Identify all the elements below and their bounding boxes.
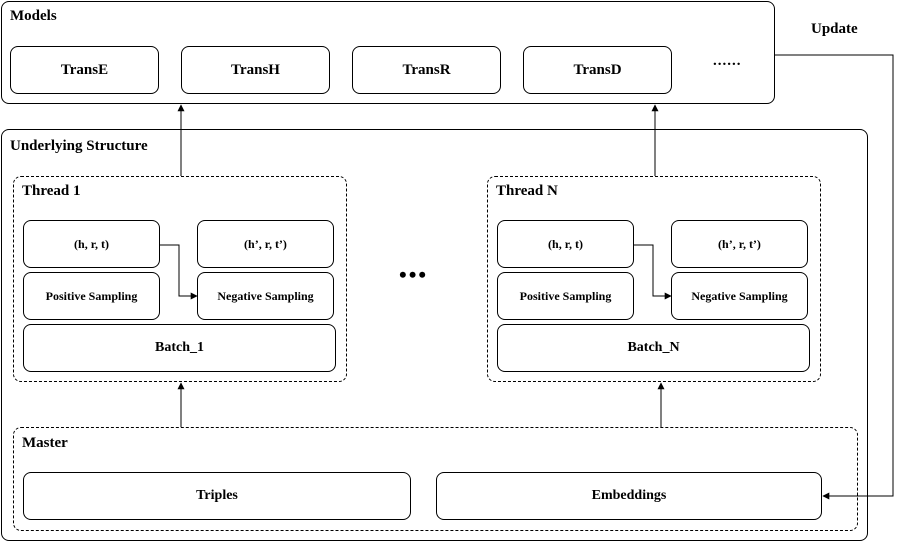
thread-n-neg-triple: (h’, r, t’) bbox=[671, 220, 808, 268]
master-embeddings: Embeddings bbox=[436, 472, 822, 520]
master-triples: Triples bbox=[23, 472, 411, 520]
thread-1-triple: (h, r, t) bbox=[23, 220, 160, 268]
model-transd: TransD bbox=[523, 46, 672, 94]
thread-1-batch: Batch_1 bbox=[23, 324, 336, 372]
thread-1-positive-sampling: Positive Sampling bbox=[23, 272, 160, 320]
model-transh: TransH bbox=[181, 46, 330, 94]
model-transr: TransR bbox=[352, 46, 501, 94]
master-title: Master bbox=[22, 435, 68, 451]
thread-1-negative-sampling: Negative Sampling bbox=[197, 272, 334, 320]
model-transe: TransE bbox=[10, 46, 159, 94]
thread-1-neg-triple: (h’, r, t’) bbox=[197, 220, 334, 268]
thread-n-negative-sampling: Negative Sampling bbox=[671, 272, 808, 320]
thread-n-batch: Batch_N bbox=[497, 324, 810, 372]
models-title: Models bbox=[10, 8, 57, 24]
thread-n-title: Thread N bbox=[496, 183, 558, 199]
thread-n-positive-sampling: Positive Sampling bbox=[497, 272, 634, 320]
models-more-ellipsis: ...... bbox=[713, 53, 742, 69]
thread-n-triple: (h, r, t) bbox=[497, 220, 634, 268]
update-label: Update bbox=[811, 21, 858, 37]
thread-1-title: Thread 1 bbox=[22, 183, 81, 199]
threads-ellipsis: ••• bbox=[399, 262, 429, 287]
underlying-structure-title: Underlying Structure bbox=[10, 138, 148, 154]
